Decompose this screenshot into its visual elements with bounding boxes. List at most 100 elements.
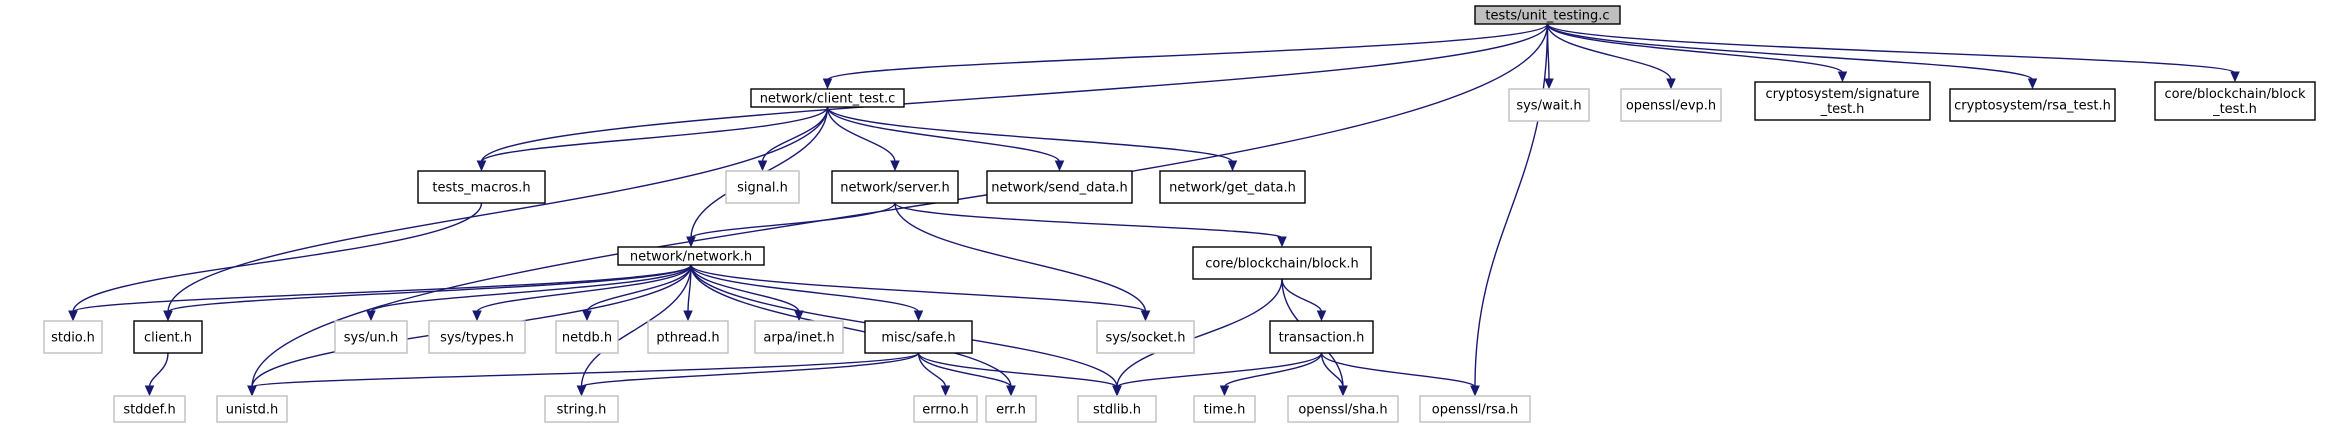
edge-line (894, 202, 1283, 239)
edge-unit_testing-to-openssl_rsa (1470, 23, 1549, 397)
node-label: network/network.h (630, 250, 752, 265)
edge-transaction-to-openssl_sha (1320, 352, 1348, 397)
arrowhead-icon (1219, 385, 1230, 397)
arrowhead-icon (2027, 78, 2038, 90)
arrowhead-icon (683, 310, 693, 322)
arrowhead-icon (366, 310, 376, 322)
node-box (986, 170, 1133, 204)
node-box (1193, 395, 1256, 423)
edge-unit_testing-to-signature_test (1546, 23, 1848, 83)
node-label: tests/unit_testing.c (1485, 9, 1609, 24)
edge-line (586, 264, 692, 313)
arrowhead-icon (890, 160, 900, 172)
arrowhead-icon (68, 310, 78, 322)
edge-network-to-stdio (68, 264, 692, 322)
node-tests_macros[interactable]: tests_macros.h (417, 170, 546, 204)
edge-network-to-sys_un (366, 264, 692, 322)
node-network[interactable]: network/network.h (617, 246, 765, 266)
node-layer: tests/unit_testing.c network/client_test.… (43, 5, 2316, 423)
node-rsa_test[interactable]: cryptosystem/rsa_test.h (1949, 88, 2116, 122)
node-label: network/server.h (840, 181, 950, 196)
arrowhead-icon (757, 160, 768, 172)
node-client[interactable]: client.h (133, 320, 203, 354)
edge-misc_safe-to-err (917, 352, 1016, 397)
node-label: stdio.h (51, 331, 95, 346)
edge-line (1320, 352, 1476, 388)
node-err: err.h (985, 395, 1037, 423)
edge-block-to-transaction (1281, 278, 1327, 322)
node-block[interactable]: core/blockchain/block.h (1192, 246, 1372, 280)
node-box (831, 170, 959, 204)
node-label: openssl/sha.h (1298, 403, 1387, 418)
node-box (428, 320, 526, 354)
arrowhead-icon (1666, 78, 1676, 90)
node-sys_wait: sys/wait.h (1508, 88, 1590, 122)
node-stdio: stdio.h (43, 320, 103, 354)
edge-line (1223, 352, 1323, 388)
node-openssl_rsa: openssl/rsa.h (1419, 395, 1531, 423)
node-get_data[interactable]: network/get_data.h (1159, 170, 1306, 204)
edge-client_test-to-send_data (826, 106, 1065, 172)
node-stddef: stddef.h (113, 395, 186, 423)
node-block_test[interactable]: core/blockchain/block_test.h (2154, 81, 2316, 121)
edge-transaction-to-time (1219, 352, 1323, 397)
node-box (1269, 320, 1374, 354)
arrowhead-icon (576, 385, 587, 397)
arrowhead-icon (247, 385, 257, 397)
node-server[interactable]: network/server.h (831, 170, 959, 204)
node-label: transaction.h (1279, 331, 1365, 346)
node-label: network/get_data.h (1169, 181, 1296, 196)
edge-line (690, 264, 1012, 388)
edge-server-to-network (686, 202, 896, 248)
arrowhead-icon (476, 160, 487, 172)
edge-line (826, 23, 1549, 81)
edge-unit_testing-to-openssl_evp (1546, 23, 1676, 90)
arrowhead-icon (1112, 385, 1122, 397)
node-openssl_sha: openssl/sha.h (1287, 395, 1399, 423)
node-transaction[interactable]: transaction.h (1269, 320, 1374, 354)
node-sys_un: sys/un.h (334, 320, 408, 354)
node-unit_testing[interactable]: tests/unit_testing.c (1474, 5, 1621, 25)
node-label: client.h (144, 331, 192, 346)
edge-tests_macros-to-stdio (68, 202, 483, 322)
node-box (43, 320, 103, 354)
node-client_test[interactable]: network/client_test.c (750, 88, 905, 108)
node-label: string.h (557, 403, 607, 418)
node-box (1287, 395, 1399, 423)
node-signature_test[interactable]: cryptosystem/signature_test.h (1754, 81, 1931, 121)
node-label: network/send_data.h (991, 181, 1128, 196)
edge-line (476, 264, 692, 313)
node-box (1159, 170, 1306, 204)
node-string: string.h (544, 395, 619, 423)
node-label: arpa/inet.h (763, 331, 834, 346)
edge-line (1546, 23, 2236, 74)
edge-transaction-to-openssl_rsa (1320, 352, 1480, 397)
node-label: sys/wait.h (1516, 99, 1581, 114)
node-unistd: unistd.h (216, 395, 288, 423)
edge-line (917, 352, 1118, 388)
node-box (725, 170, 800, 204)
node-pthread: pthread.h (647, 320, 729, 354)
edge-client_test-to-tests_macros (476, 106, 829, 172)
node-label: cryptosystem/rsa_test.h (1954, 99, 2111, 114)
edge-misc_safe-to-errno (917, 352, 951, 397)
node-label: sys/types.h (440, 331, 514, 346)
arrowhead-icon (582, 310, 592, 322)
node-label: tests_macros.h (432, 181, 530, 196)
node-label: netdb.h (562, 331, 612, 346)
edge-line (167, 106, 829, 313)
node-label: openssl/evp.h (1626, 99, 1716, 114)
arrowhead-icon (913, 310, 924, 322)
node-box (1192, 246, 1372, 280)
edge-line (1116, 352, 1323, 388)
node-send_data[interactable]: network/send_data.h (986, 170, 1133, 204)
edge-client-to-stddef (144, 352, 169, 397)
edge-network-to-netdb (582, 264, 692, 322)
edge-line (917, 352, 947, 388)
arrowhead-icon (822, 78, 833, 90)
edge-server-to-sys_socket (894, 202, 1151, 322)
edge-line (690, 264, 1147, 313)
edge-misc_safe-to-stdlib (917, 352, 1122, 397)
edge-line (1474, 23, 1549, 388)
node-misc_safe[interactable]: misc/safe.h (864, 320, 973, 354)
